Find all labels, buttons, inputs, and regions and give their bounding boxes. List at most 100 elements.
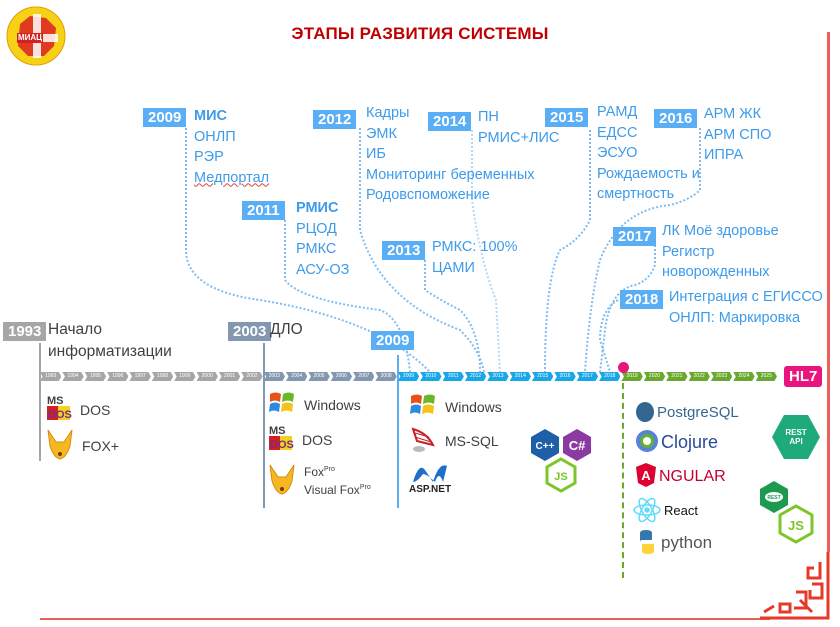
svg-text:C#: C# (569, 438, 586, 453)
logo-text: МИАЦ (17, 33, 43, 42)
milestone-2011: 2011 (242, 201, 285, 221)
year-badge: 1993 (3, 322, 47, 341)
timeline-year: 2011 (442, 372, 464, 381)
timeline-year: 2010 (420, 372, 442, 381)
tech-python: python (636, 529, 756, 560)
windows-icon (409, 392, 437, 421)
item: РМИС (296, 200, 339, 216)
year-badge: 2018 (620, 290, 664, 309)
item: ПН (478, 109, 499, 125)
item: РМКС (296, 241, 337, 257)
item: ОНЛП: Маркировка (669, 309, 801, 326)
postgresql-icon (636, 402, 654, 422)
timeline-year: 1996 (107, 372, 129, 381)
milestone-2014: 2014 (428, 112, 472, 132)
tech-sup: Pro (359, 484, 371, 491)
language-icons: C++ C# JS (531, 429, 591, 493)
era-2003: 2003 (228, 322, 272, 342)
year-badge: 2003 (228, 322, 272, 341)
item: Кадры (366, 105, 410, 121)
tech-label: Fox (304, 465, 325, 479)
timeline-year: 2008 (375, 372, 397, 381)
timeline-year: 1997 (129, 372, 151, 381)
svg-text:REST: REST (767, 495, 780, 501)
timeline-year: 2016 (554, 372, 576, 381)
item: ИПРА (704, 147, 744, 163)
timeline-year: 2002 (241, 372, 263, 381)
milestone-2013: 2013 (382, 241, 426, 261)
era-1993-divider (39, 343, 41, 461)
era-label-line: Начало (48, 321, 103, 338)
year-badge: 2015 (545, 108, 589, 127)
corner-ornament-icon (760, 552, 830, 620)
hl7-badge: HL7 (784, 366, 823, 387)
era-1993: 1993 (3, 322, 47, 342)
current-marker (618, 362, 629, 373)
svg-text:NGULAR: NGULAR (659, 468, 726, 485)
item: новорожденных (662, 264, 770, 280)
year-badge: 2009 (143, 108, 187, 127)
year-badge: 2014 (428, 112, 472, 131)
timeline-year: 2005 (308, 372, 330, 381)
tech-label: Windows (304, 396, 361, 413)
tech-sup: Pro (324, 466, 335, 473)
svg-text:API: API (789, 437, 802, 446)
timeline-year: 2018 (599, 372, 621, 381)
timeline-year: 2019 (621, 372, 643, 381)
tech-aspnet-2009: ASP.NET (409, 460, 453, 501)
milestone-2015-items: РАМД ЕДСС ЭСУО Рождаемость и смертность (597, 102, 700, 205)
tech-label: Windows (445, 398, 502, 415)
angular-icon: A (636, 463, 656, 487)
milestone-2009: 2009 (143, 108, 187, 128)
item: ЭМК (366, 125, 397, 142)
timeline-year: 1995 (84, 372, 107, 381)
svg-text:MS: MS (269, 425, 286, 437)
svg-text:REST: REST (785, 428, 806, 437)
timeline-year: 2003 (263, 372, 285, 381)
item: Рождаемость и (597, 165, 700, 182)
timeline-year: 1993 (40, 372, 62, 381)
foxpro-icon (46, 428, 74, 463)
timeline-year: 2022 (688, 372, 710, 381)
right-border (827, 32, 830, 552)
svg-text:python: python (661, 533, 712, 552)
year-badge: 2013 (382, 241, 426, 260)
tech-windows-2003: Windows (268, 390, 361, 419)
page-title: ЭТАПЫ РАЗВИТИЯ СИСТЕМЫ (291, 24, 549, 43)
timeline-year: 2020 (643, 372, 666, 381)
milestone-2014-items: ПН РМИС+ЛИС (478, 107, 559, 148)
timeline-year: 1994 (62, 372, 84, 381)
item: РАМД (597, 104, 638, 120)
era-2003-label: ДЛО (270, 321, 303, 338)
tech-mssql-2009: MS-SQL (409, 425, 499, 456)
foxpro-icon (268, 463, 296, 498)
windows-icon (268, 390, 296, 419)
svg-text:JS: JS (554, 471, 567, 483)
bottom-border (40, 618, 770, 620)
tech-foxpro-2003: FoxPro Visual FoxPro (268, 462, 371, 498)
era-2003-divider (263, 343, 265, 508)
timeline-year: 2006 (330, 372, 353, 381)
tech-label: MS-SQL (445, 432, 499, 449)
svg-text:React: React (664, 503, 698, 518)
era-2009: 2009 (371, 331, 415, 351)
csharp-icon: C# (563, 429, 591, 461)
svg-text:DOS: DOS (48, 409, 72, 421)
react-icon (633, 497, 661, 523)
milestone-2011-items: РМИС РЦОД РМКС АСУ-ОЗ (296, 198, 349, 280)
item: АСУ-ОЗ (296, 261, 350, 278)
item: Родовспоможение (366, 187, 490, 203)
rest-small-icon: REST (760, 481, 788, 513)
year-badge: 2016 (654, 109, 698, 128)
item: ЭСУО (597, 145, 638, 161)
timeline-year: 1999 (174, 372, 196, 381)
item: АРМ СПО (704, 126, 772, 143)
connector-2018 (598, 299, 619, 373)
milestone-2018-items: Интеграция с ЕГИССО ОНЛП: Маркировка (669, 287, 823, 328)
timeline-year: 2001 (218, 372, 241, 381)
item: ИБ (366, 146, 386, 162)
item: МИС (194, 108, 227, 124)
